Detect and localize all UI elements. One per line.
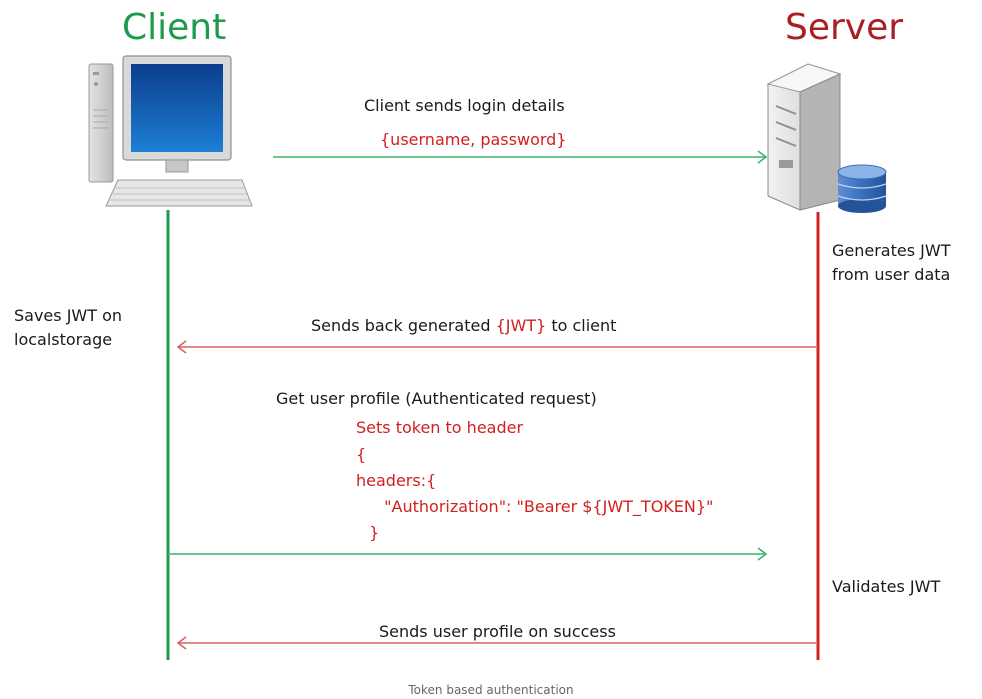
client-saves-note-line2: localstorage xyxy=(14,330,113,349)
profile-response-arrow xyxy=(176,636,818,650)
jwt-response-arrow xyxy=(176,340,818,354)
server-title: Server xyxy=(785,7,904,48)
diagram-caption: Token based authentication xyxy=(408,683,574,697)
desktop-computer-icon xyxy=(88,55,253,207)
login-label: Client sends login details xyxy=(364,96,565,115)
code-line-4: "Authorization": "Bearer ${JWT_TOKEN}" xyxy=(374,496,713,518)
code-line-2: { xyxy=(356,445,367,464)
client-saves-note-line1: Saves JWT on xyxy=(14,306,123,325)
code-line-1: Sets token to header xyxy=(356,418,524,437)
jwt-response-suffix: to client xyxy=(546,316,617,335)
database-icon xyxy=(837,164,887,213)
jwt-response-label: Sends back generated {JWT} to client xyxy=(311,315,616,337)
code-line-3: headers:{ xyxy=(356,471,437,490)
server-validates-note: Validates JWT xyxy=(832,577,941,596)
profile-request-arrow xyxy=(168,547,768,561)
jwt-response-prefix: Sends back generated xyxy=(311,316,496,335)
profile-response-label: Sends user profile on success xyxy=(379,622,616,641)
server-generates-note-line2: from user data xyxy=(832,265,951,284)
profile-request-label: Get user profile (Authenticated request) xyxy=(276,389,597,408)
login-payload: {username, password} xyxy=(380,130,567,149)
client-title: Client xyxy=(122,7,227,48)
login-arrow xyxy=(273,150,768,164)
server-generates-note-line1: Generates JWT xyxy=(832,241,951,260)
server-tower-icon xyxy=(766,63,842,211)
jwt-token-label: {JWT} xyxy=(495,316,547,335)
code-line-5: } xyxy=(364,523,380,542)
code-line-4-text: "Authorization": "Bearer ${JWT_TOKEN}" xyxy=(374,497,714,516)
